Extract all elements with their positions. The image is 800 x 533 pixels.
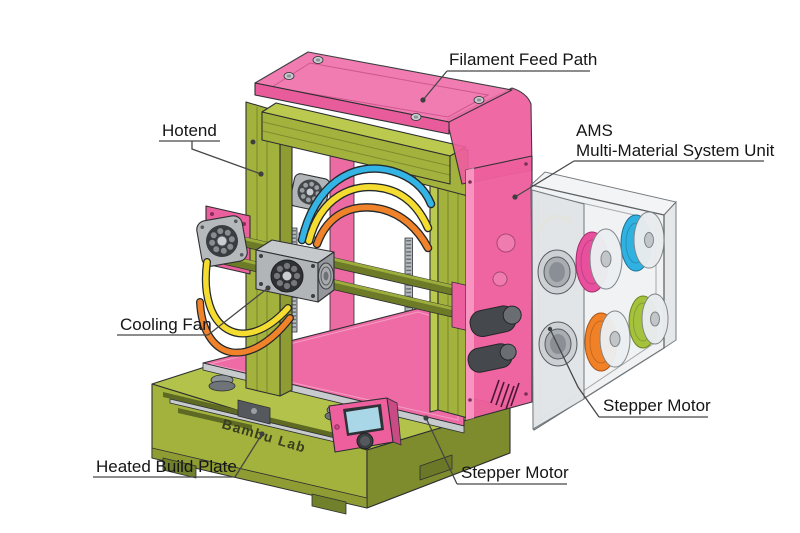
roof-front-edge xyxy=(254,82,450,135)
label-ams-line2: Multi-Material System Unit xyxy=(576,141,775,160)
label-ams-line1: AMS xyxy=(576,121,613,140)
front-cooling-fan xyxy=(259,254,315,298)
ams-hub-bottom xyxy=(538,321,578,367)
callout-stepper-motor-right: Stepper Motor xyxy=(547,326,711,418)
label-stepper-motor-right: Stepper Motor xyxy=(603,396,711,415)
tube-orange xyxy=(314,204,431,251)
label-cooling-fan: Cooling Fan xyxy=(120,315,212,334)
spool-lime xyxy=(628,293,669,349)
leader-line xyxy=(117,287,269,336)
slack-filament-tubes xyxy=(196,258,294,357)
beam-groove xyxy=(262,121,451,167)
spool-cyan xyxy=(620,211,665,272)
fan-blade-dots xyxy=(209,228,235,254)
leader-line xyxy=(93,433,263,478)
leader-line xyxy=(159,140,262,175)
ams-unit xyxy=(529,171,677,431)
ams-hub-plate xyxy=(531,189,585,430)
panel-hole xyxy=(334,424,340,430)
vent-hatch-marks xyxy=(490,379,520,410)
ams-hub-top xyxy=(537,249,577,295)
leader-line xyxy=(425,417,567,485)
feeder-pulley xyxy=(496,233,516,253)
spool-orange xyxy=(584,310,631,372)
top-beam xyxy=(261,111,451,185)
leader-dot xyxy=(259,431,265,437)
tube-yellow xyxy=(306,184,431,244)
feeder-stepper-motors xyxy=(467,305,522,373)
lcd-screen xyxy=(346,407,381,433)
filament-tubes xyxy=(297,164,436,253)
label-filament-feed-path: Filament Feed Path xyxy=(449,50,597,69)
leader-dot xyxy=(258,171,264,177)
panel-edge-highlight xyxy=(466,168,474,420)
knob-inner xyxy=(360,436,370,446)
leader-dot xyxy=(547,326,553,332)
side-panel xyxy=(465,155,533,421)
callout-heated-build-plate: Heated Build Plate xyxy=(93,431,265,478)
leader-dot xyxy=(265,285,271,291)
base-foot xyxy=(419,454,453,481)
base-slot xyxy=(178,408,252,430)
label-stepper-motor-left: Stepper Motor xyxy=(461,463,569,482)
callout-cooling-fan: Cooling Fan xyxy=(117,285,271,336)
leader-dot xyxy=(420,97,426,103)
callouts: Filament Feed Path Hotend AMS Multi-Mate… xyxy=(93,50,775,485)
callout-filament-feed-path: Filament Feed Path xyxy=(420,50,597,103)
base-bottom-lip xyxy=(151,447,368,509)
base-foot xyxy=(311,493,347,515)
spool-magenta xyxy=(575,228,623,293)
control-panel xyxy=(328,397,402,453)
callout-stepper-motor-left: Stepper Motor xyxy=(423,415,569,485)
panel-screws xyxy=(468,162,528,402)
label-heated-build-plate: Heated Build Plate xyxy=(96,457,237,476)
leader-dot xyxy=(512,194,518,200)
beam-groove xyxy=(262,130,451,176)
leader-line xyxy=(514,160,764,198)
roof-thumbscrews xyxy=(283,56,485,121)
label-hotend: Hotend xyxy=(162,121,217,140)
bolt xyxy=(250,139,256,145)
leader-line xyxy=(549,328,708,418)
left-part-cooling-fan xyxy=(196,215,248,267)
callout-hotend: Hotend xyxy=(159,121,264,177)
extruder-carriage xyxy=(255,232,335,303)
leader-line xyxy=(422,70,590,101)
side-fan-grille xyxy=(318,262,334,290)
tube-cyan xyxy=(299,165,434,243)
roof-inner-line xyxy=(270,62,490,118)
callout-ams: AMS Multi-Material System Unit xyxy=(512,121,775,200)
y-carriage-block xyxy=(237,399,271,425)
leader-dot xyxy=(423,415,429,421)
base-foot xyxy=(162,457,197,479)
feeder-pulley xyxy=(492,271,508,287)
